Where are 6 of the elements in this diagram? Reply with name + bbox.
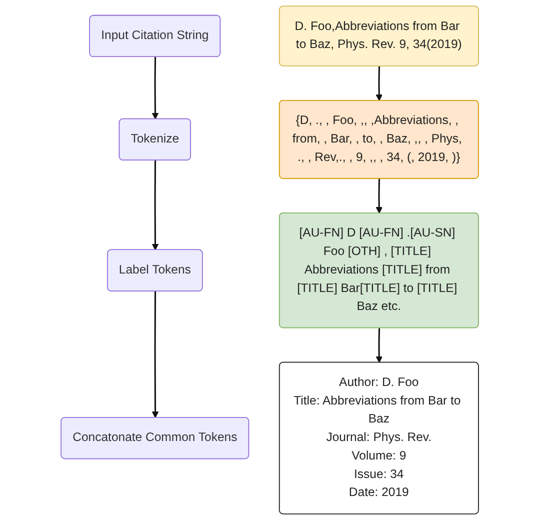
arrow <box>375 66 382 101</box>
arrow <box>152 291 158 418</box>
arrow <box>375 178 382 214</box>
arrow <box>375 328 382 363</box>
arrow <box>152 57 158 120</box>
arrow <box>152 160 158 250</box>
